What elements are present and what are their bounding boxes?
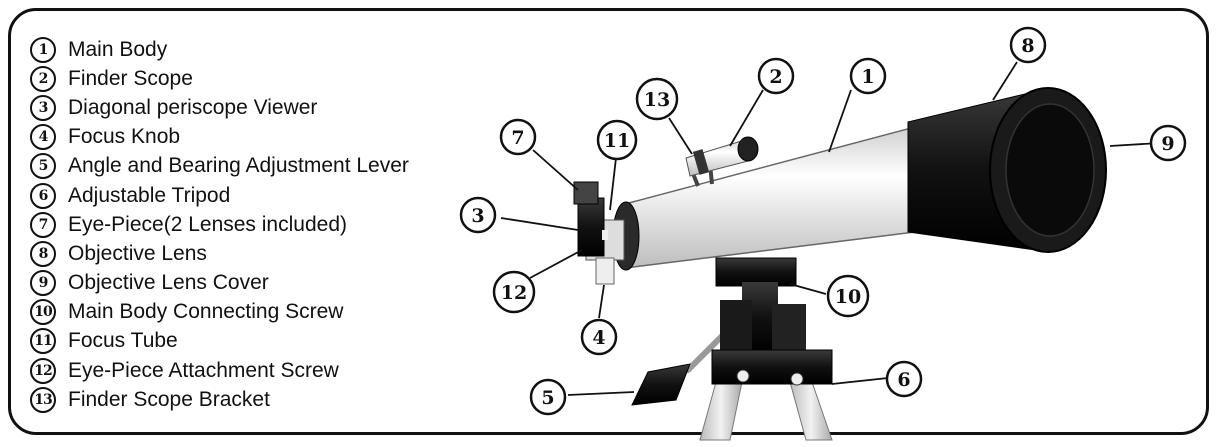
callout-2: 2 <box>757 57 795 95</box>
legend-label: Eye-Piece Attachment Screw <box>68 358 339 382</box>
legend-item: 9 Objective Lens Cover <box>30 269 409 298</box>
callout-4-label: 4 <box>592 327 605 349</box>
callout-6-label: 6 <box>897 369 910 391</box>
legend-number: 3 <box>30 94 56 121</box>
callout-3: 3 <box>459 196 497 234</box>
main-tube <box>612 126 916 271</box>
callout-6: 6 <box>885 360 923 398</box>
legend-label: Focus Tube <box>68 329 178 353</box>
legend-label: Objective Lens <box>68 241 207 265</box>
legend-number: 12 <box>30 357 56 384</box>
legend-number: 8 <box>30 240 56 267</box>
callout-3-label: 3 <box>471 205 484 227</box>
legend-number: 5 <box>30 153 56 180</box>
callout-5-label: 5 <box>541 387 554 409</box>
callout-7-label: 7 <box>511 127 524 149</box>
legend-label: Finder Scope Bracket <box>68 387 270 411</box>
legend-label: Finder Scope <box>68 66 193 90</box>
callouts: 1 2 3 4 5 6 7 8 9 10 11 12 13 <box>459 26 1187 416</box>
legend-item: 1 Main Body <box>30 35 409 64</box>
callout-12-label: 12 <box>501 282 527 304</box>
callout-7: 7 <box>499 118 537 156</box>
tripod <box>699 381 833 441</box>
legend-number: 7 <box>30 211 56 238</box>
legend-label: Adjustable Tripod <box>68 183 231 207</box>
callout-5: 5 <box>529 378 567 416</box>
callout-1-label: 1 <box>861 66 874 88</box>
legend-item: 6 Adjustable Tripod <box>30 181 409 210</box>
legend-label: Main Body <box>68 37 168 61</box>
callout-13: 13 <box>635 77 679 121</box>
callout-11: 11 <box>596 119 638 161</box>
callout-13-label: 13 <box>644 89 670 111</box>
legend-label: Eye-Piece(2 Lenses included) <box>68 212 347 236</box>
callout-10: 10 <box>826 274 870 318</box>
objective-lens-housing <box>907 87 1107 253</box>
focuser-assembly <box>573 181 625 285</box>
legend-label: Focus Knob <box>68 125 181 149</box>
legend-item: 3 Diagonal periscope Viewer <box>30 93 409 122</box>
callout-11-label: 11 <box>604 130 630 152</box>
legend-number: 11 <box>30 328 56 355</box>
legend-number: 2 <box>30 65 56 92</box>
legend-item: 8 Objective Lens <box>30 239 409 268</box>
legend-item: 10 Main Body Connecting Screw <box>30 298 409 327</box>
legend-item: 12 Eye-Piece Attachment Screw <box>30 356 409 385</box>
callout-1: 1 <box>849 57 887 95</box>
callout-8: 8 <box>1009 26 1047 64</box>
callout-8-label: 8 <box>1021 35 1034 57</box>
legend-number: 9 <box>30 270 56 297</box>
legend-number: 1 <box>30 36 56 63</box>
legend-item: 11 Focus Tube <box>30 327 409 356</box>
legend-label: Angle and Bearing Adjustment Lever <box>68 154 409 178</box>
finder-scope <box>685 136 759 187</box>
legend-number: 13 <box>30 386 56 413</box>
callout-12: 12 <box>492 270 536 314</box>
legend-label: Objective Lens Cover <box>68 271 269 295</box>
legend-label: Main Body Connecting Screw <box>68 300 344 324</box>
callout-9-label: 9 <box>1161 133 1174 155</box>
callout-2-label: 2 <box>769 66 782 88</box>
legend-item: 13 Finder Scope Bracket <box>30 385 409 414</box>
legend-item: 2 Finder Scope <box>30 64 409 93</box>
callout-9: 9 <box>1149 124 1187 162</box>
legend-item: 5 Angle and Bearing Adjustment Lever <box>30 152 409 181</box>
legend-item: 4 Focus Knob <box>30 123 409 152</box>
callout-10-label: 10 <box>835 286 861 308</box>
callout-4: 4 <box>580 318 618 356</box>
legend-item: 7 Eye-Piece(2 Lenses included) <box>30 210 409 239</box>
legend-number: 10 <box>30 299 56 326</box>
parts-legend: 1 Main Body 2 Finder Scope 3 Diagonal peris… <box>30 35 409 414</box>
legend-label: Diagonal periscope Viewer <box>68 95 318 119</box>
legend-number: 4 <box>30 124 56 151</box>
legend-number: 6 <box>30 182 56 209</box>
mount <box>711 257 833 386</box>
